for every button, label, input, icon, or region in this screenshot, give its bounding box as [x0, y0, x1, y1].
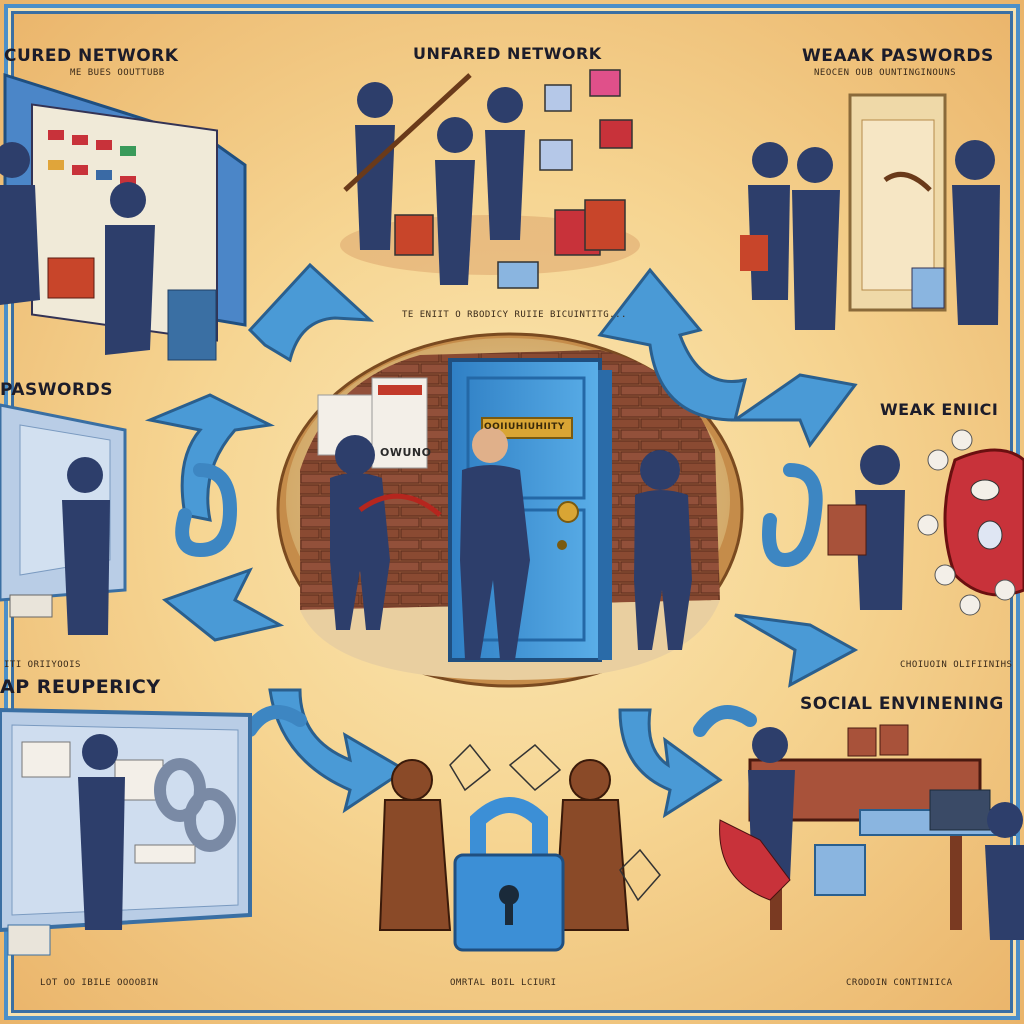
scene-mid-left	[0, 403, 127, 635]
network-node-icon	[449, 743, 661, 902]
padlock-icon	[167, 289, 217, 361]
scene-title-top-left: CURED NETWORK	[4, 46, 179, 66]
arrow-bottom-right	[618, 708, 723, 819]
scene-caption-top-left: ME BUES OOUTTUBB	[70, 68, 165, 78]
scene-bottom-left	[0, 707, 252, 956]
scene-bottom-center	[378, 743, 661, 952]
central-scene	[276, 332, 744, 688]
door-knob-icon	[557, 501, 579, 523]
door-sign: OOIIUHIUHIITY	[484, 422, 565, 432]
chain-links	[175, 463, 823, 737]
arrow-right-lower	[734, 613, 859, 688]
scene-title-top-center: UNFARED NETWORK	[413, 44, 602, 63]
center-caption: TE ENIIT O RBODICY RUIIE BICUINTITG...	[402, 310, 627, 320]
arrow-right-upper	[730, 373, 858, 449]
side-caption-left: ITI ORIIYOOIS	[4, 660, 81, 670]
crowbar-icon	[358, 493, 442, 517]
scene-title-top-right: WEAAK PASWORDS	[802, 46, 994, 66]
scene-title-bottom-right: SOCIAL ENVINENING	[800, 694, 1004, 714]
arrow-top-left	[247, 262, 375, 363]
crowbar-icon	[343, 73, 472, 192]
network-node-icon	[917, 429, 1016, 616]
scene-mid-right	[827, 429, 1024, 616]
footer-caption-right: CRODOIN CONTINIICA	[846, 978, 953, 988]
laptop-icon	[929, 789, 991, 831]
scene-title-mid-right: WEAK ENIICI	[880, 400, 999, 419]
side-caption-right: CHOIUOIN OLIFIINIHS	[900, 660, 1013, 670]
keyhole-icon	[499, 885, 519, 905]
padlock-icon	[47, 257, 95, 299]
scene-title-mid-left: PASWORDS	[0, 380, 113, 400]
scene-bottom-right	[719, 724, 1024, 940]
wall-sign: OWUNO	[380, 446, 432, 459]
scene-caption-top-right: NEOCEN OUB OUNTINGINOUNS	[814, 68, 957, 78]
padlock-icon	[740, 235, 768, 271]
crowbar-icon	[883, 171, 932, 192]
scene-top-left	[0, 72, 247, 361]
footer-caption-left: LOT OO IBILE OOOOBIN	[40, 978, 159, 988]
arrow-left-lower	[161, 567, 285, 642]
arrow-top-right	[597, 267, 748, 422]
footer-caption-center: OMRTAL BOIL LCIURI	[450, 978, 557, 988]
arrow-left-upper	[144, 393, 275, 522]
scene-top-center	[340, 69, 640, 289]
scene-top-right	[740, 93, 1000, 330]
scene-title-bottom-left: AP REUPERICY	[0, 676, 161, 698]
keyhole-icon	[557, 540, 567, 550]
chain-icon	[154, 758, 236, 852]
door-sign-plate	[481, 417, 573, 439]
padlock-shackle	[470, 797, 548, 860]
